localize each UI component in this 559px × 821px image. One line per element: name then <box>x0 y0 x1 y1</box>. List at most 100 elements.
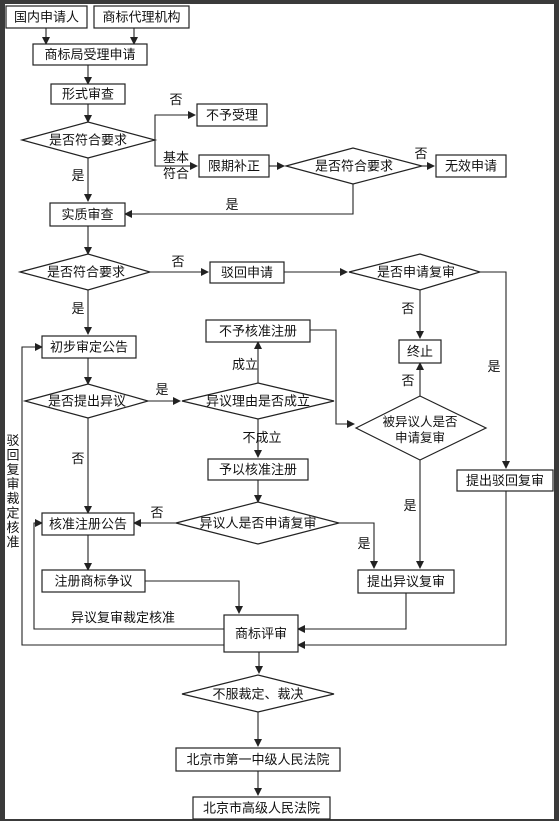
node-substantive-exam: 实质审查 <box>49 202 126 227</box>
node-label: 注册商标争议 <box>54 575 132 590</box>
node-meets-req-2: 是否符合要求 <box>283 147 425 185</box>
node-meets-req-1: 是否符合要求 <box>19 121 158 159</box>
node-prelim-announce: 初步审定公告 <box>41 335 137 359</box>
label-no-5: 否 <box>401 374 414 389</box>
edge-trab-opposition-approve-loop <box>33 519 224 630</box>
node-label: 是否符合要求 <box>315 159 393 175</box>
node-label: 终止 <box>407 344 433 360</box>
node-label: 提出异议复审 <box>367 574 445 590</box>
node-label: 实质审查 <box>61 208 113 223</box>
edge-q1-to-not-accepted <box>154 111 196 140</box>
edge-opposition-review-to-trab <box>297 593 407 633</box>
node-formal-exam: 形式审查 <box>50 83 126 105</box>
node-label: 是否符合要求 <box>47 265 125 281</box>
node-file-opposition-review: 提出异议复审 <box>357 569 455 594</box>
label-vertical-char: 定 <box>6 507 19 522</box>
node-opposition-valid-q: 异议理由是否成立 <box>181 382 335 420</box>
node-label: 形式审查 <box>62 88 114 103</box>
node-label: 核准注册公告 <box>49 518 127 533</box>
edge-not-approved-to-q7 <box>310 329 355 428</box>
label-no-6: 否 <box>71 452 84 467</box>
label-no-4: 否 <box>401 302 414 317</box>
edge-q2-to-substantive <box>124 184 354 218</box>
node-label: 国内申请人 <box>14 10 79 26</box>
node-label: 限期补正 <box>208 160 260 175</box>
node-label: 异议人是否申请复审 <box>199 517 316 532</box>
node-reg-announce: 核准注册公告 <box>41 512 135 536</box>
node-label: 商标评审 <box>235 627 287 642</box>
node-not-approved-reg: 不予核准注册 <box>205 319 311 343</box>
node-invalid-application: 无效申请 <box>435 154 507 178</box>
node-label: 异议理由是否成立 <box>206 395 310 410</box>
edge-q1-to-correct <box>154 140 198 170</box>
label-basically-meets-2: 符合 <box>163 166 189 182</box>
node-label: 被异议人是否 <box>382 414 457 429</box>
node-label: 驳回申请 <box>221 266 273 281</box>
node-approve-reg: 予以核准注册 <box>207 458 309 481</box>
label-no-1: 否 <box>169 93 182 108</box>
node-label: 初步审定公告 <box>50 341 128 356</box>
label-no-2: 否 <box>414 147 427 162</box>
node-label: 无效申请 <box>445 160 497 175</box>
label-vertical-char: 驳 <box>6 434 19 449</box>
node-label-line2: 申请复审 <box>395 430 445 445</box>
node-label: 商标代理机构 <box>102 11 180 26</box>
label-basically-meets-1: 基本 <box>163 151 189 166</box>
label-no-3: 否 <box>171 255 184 270</box>
label-vertical-char: 回 <box>6 449 19 464</box>
node-label: 是否提出异议 <box>48 394 126 410</box>
label-vertical-char: 核 <box>6 521 19 536</box>
label-no-7: 否 <box>150 506 163 521</box>
node-label: 不予核准注册 <box>219 325 297 340</box>
node-opposition-q: 是否提出异议 <box>22 383 151 419</box>
label-vertical-char: 准 <box>6 536 19 551</box>
node-trab: 商标评审 <box>223 614 299 653</box>
node-file-reject-review: 提出驳回复审 <box>456 469 554 492</box>
label-established: 成立 <box>232 358 258 373</box>
edge-trab-reject-approve-loop <box>21 343 224 646</box>
label-vertical-char: 审 <box>6 478 19 493</box>
node-label: 商标局受理申请 <box>44 48 135 63</box>
label-opposition-review-ruling-approve: 异议复审裁定核准 <box>71 610 175 626</box>
node-reg-dispute: 注册商标争议 <box>41 569 146 593</box>
label-yes-1: 是 <box>71 169 84 184</box>
connectors <box>21 28 510 796</box>
label-yes-5: 是 <box>155 383 168 398</box>
node-disagree-ruling: 不服裁定、裁决 <box>181 674 335 713</box>
node-office-accept: 商标局受理申请 <box>32 43 148 66</box>
label-yes-2: 是 <box>225 198 238 213</box>
node-label: 北京市第一中级人民法院 <box>186 752 329 768</box>
label-vertical-char: 裁 <box>6 491 19 507</box>
edge-dispute-to-trab <box>145 580 243 614</box>
node-meets-req-3: 是否符合要求 <box>17 253 153 291</box>
label-yes-7: 是 <box>357 537 370 552</box>
node-label: 提出驳回复审 <box>466 473 544 489</box>
label-yes-4: 是 <box>487 360 500 375</box>
node-not-accepted: 不予受理 <box>196 103 268 127</box>
node-opposed-review-q: 被异议人是否 <box>354 395 488 461</box>
edge-labels: 否 基本 符合 是 否 是 否 是 否 是 成立 是 否 不成立 否 是 否 是… <box>6 93 500 626</box>
edge-reject-review-to-trab <box>297 491 507 649</box>
node-label: 不予受理 <box>206 109 258 124</box>
label-not-established: 不成立 <box>242 431 281 446</box>
node-label: 是否符合要求 <box>49 133 127 149</box>
node-domestic-applicant: 国内申请人 <box>5 5 88 29</box>
edge-q8-to-file-opposition-review <box>339 522 378 569</box>
label-vertical-char: 复 <box>6 463 19 478</box>
edge-q4-to-file-reject-review <box>480 271 510 469</box>
node-beijing-first-court: 北京市第一中级人民法院 <box>175 747 341 772</box>
node-label: 予以核准注册 <box>219 463 297 478</box>
node-label: 北京市高级人民法院 <box>203 801 320 817</box>
node-reject-application: 驳回申请 <box>209 261 285 284</box>
node-opponent-review-q: 异议人是否申请复审 <box>175 501 342 545</box>
node-correct-in-time: 限期补正 <box>198 154 270 178</box>
node-agency: 商标代理机构 <box>93 5 190 29</box>
node-beijing-high-court: 北京市高级人民法院 <box>192 796 331 820</box>
label-yes-6: 是 <box>403 499 416 514</box>
node-label: 不服裁定、裁决 <box>212 687 303 703</box>
label-yes-3: 是 <box>71 302 84 317</box>
node-terminate: 终止 <box>398 339 442 364</box>
